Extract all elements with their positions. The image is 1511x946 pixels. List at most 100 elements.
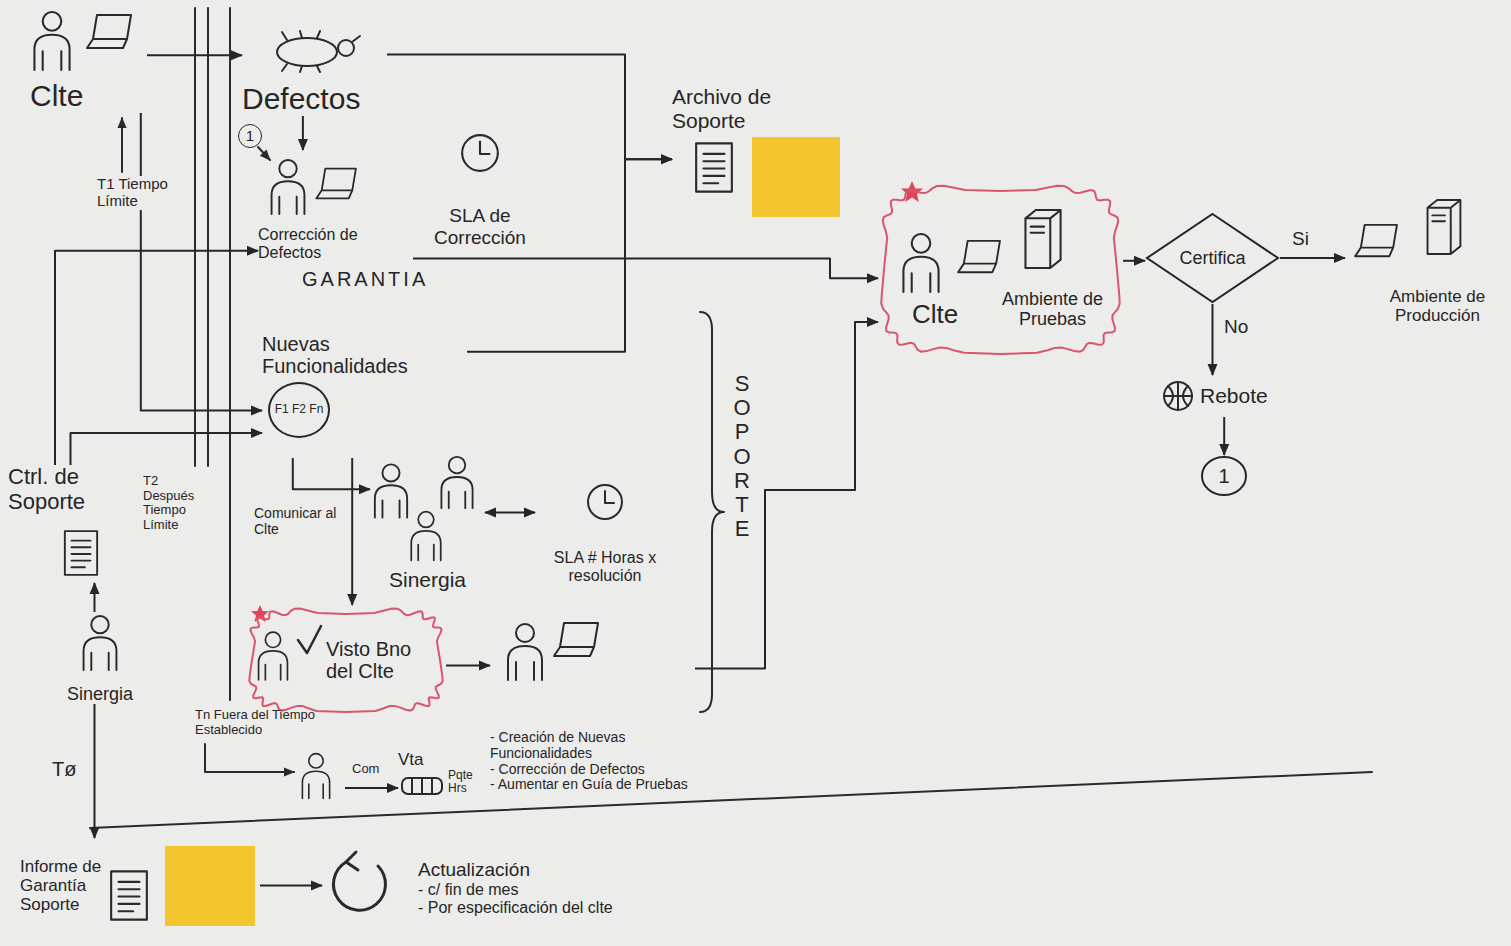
connector (260, 885, 322, 887)
connector (351, 458, 353, 605)
team-group: Sinergia (370, 455, 485, 592)
refresh-icon (333, 852, 385, 910)
connector-label: Si (1290, 228, 1320, 249)
ball-seams (1164, 382, 1192, 410)
connector (387, 54, 672, 159)
production-environment: Ambiente de Producción (1345, 195, 1503, 325)
loop-connector: 1 (1200, 455, 1248, 497)
sla-hours: SLA # Horas x resolución (535, 480, 675, 585)
team-member: Sinergia (45, 612, 155, 704)
hours-package-sale-text: Vta (398, 750, 493, 769)
connector (141, 113, 262, 411)
callout-leader (258, 147, 270, 160)
update-cycle-text: - c/ fin de mes (418, 881, 622, 899)
laptop-icon (1355, 225, 1397, 256)
support-bracket-label: SOPORTE (730, 372, 754, 541)
late-request: Tn Fuera del Tiempo Establecido (195, 708, 345, 808)
connector-label: Com (350, 762, 390, 777)
connector (1280, 257, 1345, 259)
time-limit-note: T1 Tiempo Límite (95, 176, 187, 210)
update-cycle-text: - Por especificación del clte (418, 899, 618, 917)
package-shape (402, 778, 442, 794)
work-items-text: - Creación de Nuevas Funcionalidades (490, 730, 695, 761)
swimlane-line (207, 8, 209, 466)
warranty-report-text: Informe de Garantía Soporte (20, 857, 106, 914)
diamond-shape (1147, 214, 1278, 302)
sticky-note (752, 137, 840, 217)
team-figure (375, 464, 407, 517)
support-brace (700, 312, 724, 712)
warranty-report: Informe de Garantía Soporte (20, 838, 260, 933)
support-control: Ctrl. de Soporte (8, 465, 133, 583)
defect-fix-task-text: Corrección de Defectos (258, 226, 408, 262)
cloud-outline (878, 182, 1123, 357)
pointer-arrow (205, 744, 294, 772)
defects-bug: Defectos (242, 28, 387, 116)
support-file: Archivo de Soporte (672, 85, 847, 220)
work-items-text: - Aumentar en Guía de Pruebas (490, 777, 695, 793)
connector (446, 665, 490, 667)
connector-label: No (1222, 316, 1256, 337)
refresh-head (346, 852, 358, 870)
approval-check (298, 626, 321, 653)
cloud-shape (881, 186, 1119, 354)
callout-number: 1 (238, 124, 262, 148)
update-cycle-text: Actualización (418, 859, 622, 880)
document-icon (111, 871, 147, 919)
new-features: Nuevas FuncionalidadesF1 F2 Fn (262, 333, 467, 458)
swimlane-line (194, 8, 196, 466)
work-items-text: - Corrección de Defectos (490, 762, 695, 778)
swimlane-line (229, 8, 231, 700)
support-file-text: Archivo de Soporte (672, 85, 812, 132)
connector (413, 259, 878, 279)
package-lines (412, 778, 432, 794)
rebound-text: Rebote (1200, 384, 1268, 408)
team-figure (84, 616, 117, 670)
connector (94, 583, 96, 612)
hours-package-sale-text: Pqte Hrs (448, 769, 491, 796)
connector (485, 512, 535, 514)
client-actor: Clte (22, 8, 147, 113)
update-cycle: Actualización- c/ fin de mes- Por especi… (322, 838, 622, 938)
warranty-label: GARANTIA (300, 268, 480, 290)
bug-icon (277, 31, 360, 72)
document-icon (696, 143, 732, 191)
server-icon (1428, 200, 1461, 254)
client-approval-cloud: Visto Bno del Clte (246, 605, 446, 715)
connector (94, 704, 96, 838)
connector (695, 322, 878, 668)
support-control-text: Ctrl. de Soporte (8, 465, 133, 514)
team-member-text: Sinergia (45, 684, 155, 704)
loop-connector-text: 1 (1218, 465, 1229, 487)
connector-label: Tø (50, 758, 86, 780)
defect-fix-task: Corrección de Defectos (258, 150, 413, 262)
hours-package-icon (402, 778, 442, 794)
connector (1212, 304, 1214, 375)
laptop-icon (316, 169, 356, 199)
hours-package-sale: VtaPqte Hrs (398, 750, 493, 805)
developer-figure (508, 624, 542, 680)
defects-bug-text: Defectos (242, 82, 387, 116)
bug-body (277, 38, 337, 66)
sla-clock: SLA de Corrección (420, 128, 540, 248)
test-environment-cloud: ClteAmbiente de Pruebas (878, 182, 1123, 357)
after-limit-note: T2 Después Tiempo Límite (141, 474, 207, 532)
work-items: - Creación de Nuevas Funcionalidades- Co… (490, 615, 695, 793)
client-figure (259, 632, 288, 680)
cloud-shape (249, 609, 442, 712)
sla-clock-text: SLA de Corrección (420, 205, 540, 248)
sticky-note (165, 846, 255, 926)
team-figure (411, 512, 440, 561)
certify-decision-text: Certifica (1179, 248, 1245, 268)
certify-decision: Certifica (1145, 212, 1280, 304)
production-environment-text: Ambiente de Producción (1375, 287, 1500, 325)
refresh-arc (333, 862, 385, 910)
bug-legs (282, 31, 360, 72)
ellipse-shape (1202, 457, 1246, 495)
laptop-icon (87, 15, 131, 48)
late-request-text: Tn Fuera del Tiempo Establecido (195, 708, 345, 737)
connector (293, 458, 370, 489)
sla-hours-text: SLA # Horas x resolución (535, 549, 675, 585)
